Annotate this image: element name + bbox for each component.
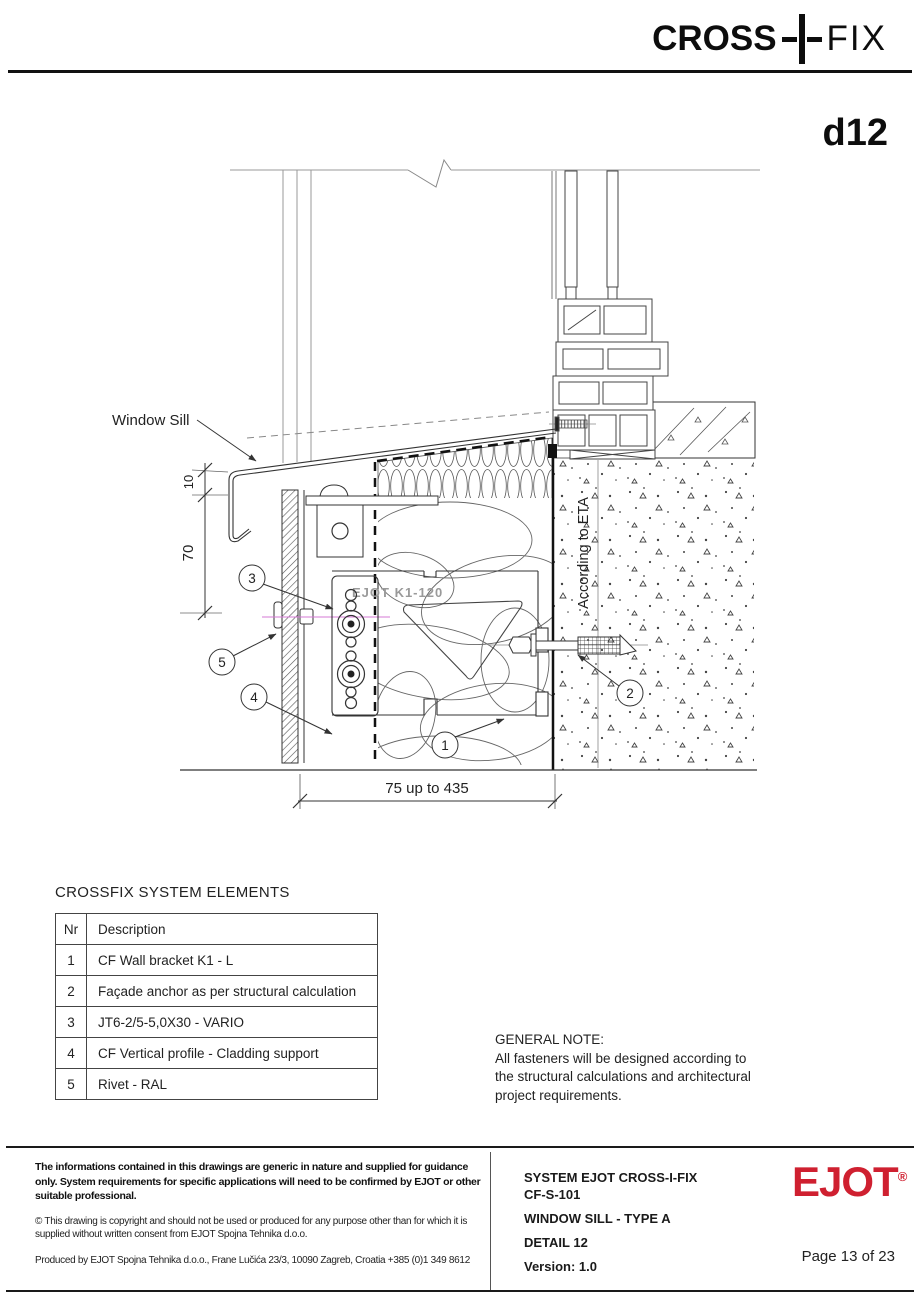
footer-bottom-rule: [6, 1290, 914, 1292]
callout-3: 3: [248, 571, 256, 586]
produced-by-text: Produced by EJOT Spojna Tehnika d.o.o., …: [35, 1254, 470, 1266]
dim-width-label: 75 up to 435: [385, 780, 468, 797]
ejot-logo: EJOT®: [792, 1158, 908, 1205]
elements-table: Nr Description 1 CF Wall bracket K1 - L …: [55, 913, 378, 1100]
version-label: Version: 1.0: [524, 1259, 597, 1274]
general-note-title: GENERAL NOTE:: [495, 1032, 605, 1047]
footer-title-block: SYSTEM EJOT CROSS-I-FIX CF-S-101 WINDOW …: [524, 1170, 697, 1274]
crossfix-logo: CROSS FIX: [652, 14, 887, 64]
dim-70-label: 70: [180, 545, 197, 562]
page-number: Page 13 of 23: [801, 1248, 895, 1265]
callout-4: 4: [250, 690, 258, 705]
system-name: SYSTEM EJOT CROSS-I-FIX: [524, 1170, 698, 1185]
window-sill-profile: [228, 411, 557, 543]
dimension-left: 10 70: [180, 462, 229, 621]
registered-mark: ®: [897, 1169, 908, 1184]
logo-fix-text: FIX: [826, 19, 887, 58]
table-row: 5 Rivet - RAL: [55, 1068, 378, 1100]
table-row: 2 Façade anchor as per structural calcul…: [55, 975, 378, 1007]
wall-bracket-k1: EJOT K1-120: [331, 570, 549, 717]
footer-legal: The informations contained in this drawi…: [35, 1160, 487, 1266]
vertical-profile: [262, 489, 390, 764]
copyright-symbol: ©: [35, 1215, 43, 1227]
table-row: 3 JT6-2/5-5,0X30 - VARIO: [55, 1006, 378, 1038]
window-sill-label: Window Sill: [112, 412, 190, 429]
facade-anchor: [488, 633, 648, 657]
rivet-1: [336, 588, 366, 648]
table-row: 1 CF Wall bracket K1 - L: [55, 944, 378, 976]
logo-cross-text: CROSS: [652, 19, 777, 58]
general-note: GENERAL NOTE: All fasteners will be desi…: [495, 1031, 767, 1105]
detail-code: d12: [822, 112, 888, 154]
cross-plus-icon: [781, 14, 822, 64]
footer-rule: [6, 1146, 914, 1148]
col-header-nr: Nr: [55, 913, 87, 945]
col-header-description: Description: [86, 913, 378, 945]
system-code: CF-S-101: [524, 1187, 581, 1202]
elements-table-title: CROSSFIX SYSTEM ELEMENTS: [55, 884, 290, 901]
general-note-body: All fasteners will be designed according…: [495, 1050, 751, 1103]
table-header-row: Nr Description: [55, 913, 378, 945]
callouts: 3 5 4 1 2: [208, 564, 644, 759]
dimension-bottom: 75 up to 435: [292, 774, 563, 809]
insulation: [373, 435, 553, 765]
sill-support-bracket: [305, 484, 439, 558]
rivet-2: [336, 650, 366, 710]
technical-drawing: EJOT K1-120 According to ET: [112, 158, 760, 809]
dim-10-label: 10: [181, 475, 196, 489]
window-sill-callout: Window Sill: [112, 412, 257, 462]
callout-1: 1: [441, 738, 449, 753]
according-to-eta-label: According to ETA: [576, 497, 592, 609]
callout-5: 5: [218, 655, 226, 670]
drawing-title: WINDOW SILL - TYPE A: [524, 1211, 671, 1226]
disclaimer-text: The informations contained in this drawi…: [35, 1161, 481, 1202]
header-rule: [8, 70, 912, 73]
callout-2: 2: [626, 686, 634, 701]
detail-number: DETAIL 12: [524, 1235, 588, 1250]
footer-divider: [490, 1152, 491, 1290]
copyright-text: © This drawing is copyright and should n…: [35, 1215, 468, 1241]
window-frame: [548, 170, 669, 460]
bracket-marking-label: EJOT K1-120: [352, 585, 443, 600]
wall-section: [230, 158, 760, 463]
concrete-wall: [551, 401, 756, 770]
table-row: 4 CF Vertical profile - Cladding support: [55, 1037, 378, 1069]
